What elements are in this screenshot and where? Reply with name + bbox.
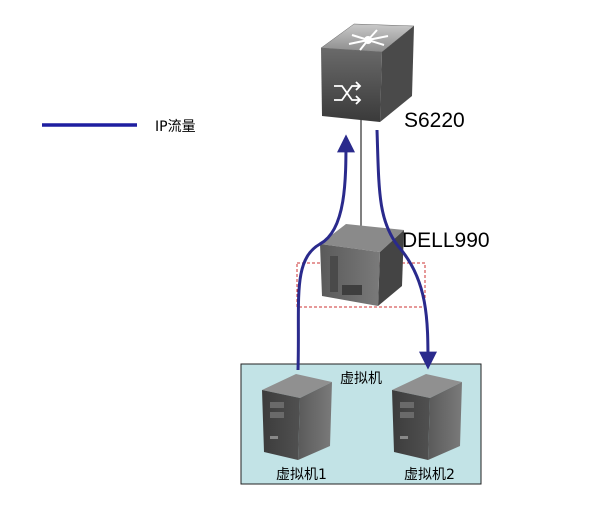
server-label: DELL990 bbox=[402, 229, 490, 252]
server-dashed-box bbox=[296, 262, 426, 308]
vm2-label: 虚拟机2 bbox=[404, 467, 455, 483]
switch-label: S6220 bbox=[404, 109, 465, 132]
ip-flow-up-arrow bbox=[296, 134, 355, 371]
vm1-icon bbox=[262, 374, 332, 460]
vm2-icon bbox=[392, 374, 462, 460]
legend-label: IP流量 bbox=[155, 119, 196, 135]
ip-flow-down-arrow bbox=[375, 129, 437, 370]
vm1-label: 虚拟机1 bbox=[276, 467, 327, 483]
vm-group-label: 虚拟机 bbox=[340, 371, 382, 387]
switch-icon bbox=[320, 23, 415, 122]
server-icon bbox=[320, 224, 404, 306]
